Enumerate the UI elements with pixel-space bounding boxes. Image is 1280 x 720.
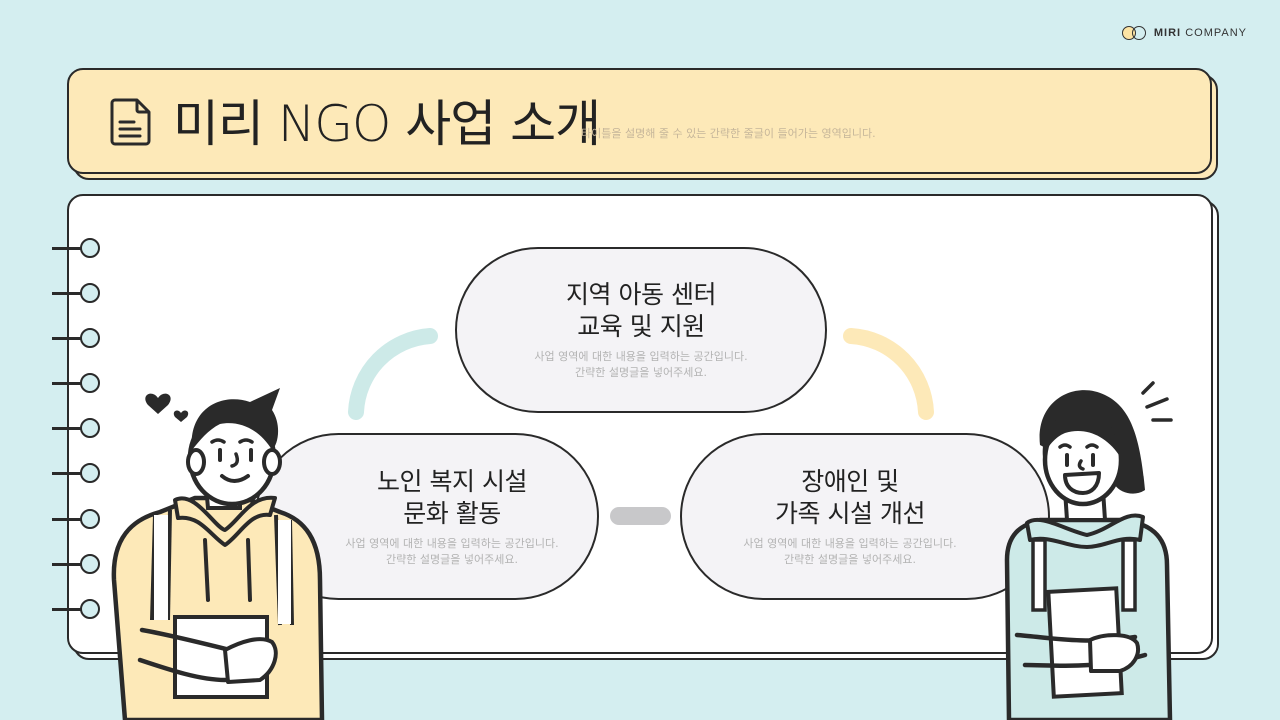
student-girl-illustration: [1004, 381, 1173, 720]
heart-icon: [145, 393, 171, 414]
section-title-line1: 노인 복지 시설: [377, 466, 527, 496]
binder-ring-icon: [52, 599, 100, 619]
logo-light-text: COMPANY: [1185, 27, 1247, 39]
page-title: 미리 NGO 사업 소개: [173, 95, 601, 153]
section-desc-line2: 간략한 설명글을 넣어주세요.: [784, 552, 916, 566]
title-card: 미리 NGO 사업 소개 타이틀을 설명해 줄 수 있는 간략한 줄글이 들어가…: [67, 68, 1212, 174]
binder-ring-icon: [52, 373, 100, 393]
section-desc-line2: 간략한 설명글을 넣어주세요.: [575, 366, 707, 379]
company-logo: MIRI COMPANY: [1121, 25, 1247, 41]
logo-circles-icon: [1121, 25, 1148, 41]
binder-ring-icon: [52, 463, 100, 483]
document-icon: [110, 98, 151, 146]
section-card-disability-support: 장애인 및 가족 시설 개선 사업 영역에 대한 내용을 입력하는 공간입니다.…: [680, 433, 1050, 600]
heart-icon: [173, 410, 189, 422]
logo-bold-text: MIRI: [1153, 27, 1182, 39]
section-desc-line1: 사업 영역에 대한 내용을 입력하는 공간입니다.: [743, 536, 957, 550]
binder-ring-icon: [52, 328, 100, 348]
binder-ring-icon: [52, 283, 100, 303]
binder-ring-icon: [52, 509, 100, 529]
excitement-lines-icon: [1141, 381, 1155, 395]
section-card-children-center: 지역 아동 센터 교육 및 지원 사업 영역에 대한 내용을 입력하는 공간입니…: [455, 247, 827, 413]
section-desc-line1: 사업 영역에 대한 내용을 입력하는 공간입니다.: [345, 536, 559, 550]
binder-ring-icon: [52, 554, 100, 574]
section-title-line1: 지역 아동 센터: [566, 280, 716, 309]
section-title-line2: 교육 및 지원: [577, 312, 705, 341]
binder-ring-icon: [52, 418, 100, 438]
section-title-line1: 장애인 및: [801, 466, 899, 496]
section-desc-line1: 사업 영역에 대한 내용을 입력하는 공간입니다.: [534, 350, 748, 363]
student-boy-illustration: [111, 388, 325, 720]
section-title-line2: 문화 활동: [403, 498, 501, 528]
section-title-line2: 가족 시설 개선: [775, 498, 925, 528]
connector-dash: [610, 507, 671, 525]
page-subtitle: 타이틀을 설명해 줄 수 있는 간략한 줄글이 들어가는 영역입니다.: [581, 127, 876, 140]
section-desc-line2: 간략한 설명글을 넣어주세요.: [386, 552, 518, 566]
binder-ring-icon: [52, 238, 100, 258]
section-card-elderly-welfare: 노인 복지 시설 문화 활동 사업 영역에 대한 내용을 입력하는 공간입니다.…: [255, 433, 599, 600]
